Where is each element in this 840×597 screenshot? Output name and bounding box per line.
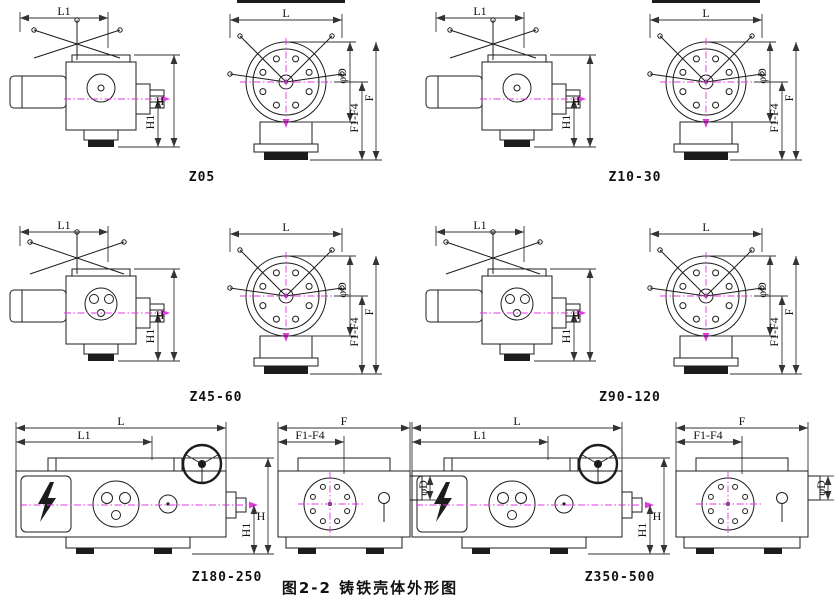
dim-label-l: L bbox=[117, 414, 124, 428]
z90-120-front-view bbox=[648, 228, 802, 374]
dim-label-f: F bbox=[739, 414, 746, 428]
drawing-group-z180-250: L L1 H1 H F F1-F4 φD Z180-250 bbox=[16, 414, 436, 585]
dim-label-h1: H1 bbox=[239, 523, 253, 538]
dim-label-phid: φD bbox=[335, 68, 349, 84]
dim-label-h: H bbox=[572, 308, 581, 322]
dim-label-f: F bbox=[362, 94, 376, 101]
dim-label-f: F bbox=[782, 308, 796, 315]
dim-label-h1: H1 bbox=[143, 115, 157, 130]
z350-500-side-view bbox=[412, 422, 670, 554]
dim-label-h: H bbox=[572, 94, 581, 108]
figure-caption: 图2-2 铸铁壳体外形图 bbox=[282, 579, 458, 597]
dim-label-f1-f4: F1-F4 bbox=[767, 103, 781, 132]
dim-label-h: H bbox=[156, 308, 165, 322]
drawing-group-z10-30: L1 H H1 L φD F1-F4 F Z10-30 bbox=[426, 4, 802, 185]
z10-30-front-view bbox=[648, 14, 802, 160]
model-label-z10-30: Z10-30 bbox=[609, 170, 662, 185]
dim-label-l: L bbox=[702, 220, 709, 234]
dim-label-l1: L1 bbox=[473, 428, 486, 442]
dim-label-f: F bbox=[362, 308, 376, 315]
z180-250-side-view bbox=[16, 422, 274, 554]
dim-label-phid: φD bbox=[755, 68, 769, 84]
dim-label-l: L bbox=[513, 414, 520, 428]
dim-label-f1-f4: F1-F4 bbox=[693, 428, 722, 442]
drawing-group-z45-60: L1 H H1 L φD F1-F4 F Z45-60 bbox=[10, 218, 382, 405]
dim-label-h1: H1 bbox=[635, 523, 649, 538]
model-label-z180-250: Z180-250 bbox=[192, 570, 263, 585]
top-crop-artifact-right bbox=[652, 0, 760, 3]
dim-label-h1: H1 bbox=[559, 115, 573, 130]
drawing-group-z350-500: L L1 H1 H F F1-F4 φD Z350-500 bbox=[412, 414, 834, 585]
model-label-z05: Z05 bbox=[189, 170, 215, 185]
dim-label-l1: L1 bbox=[57, 218, 70, 232]
model-label-z90-120: Z90-120 bbox=[599, 390, 661, 405]
dim-label-f1-f4: F1-F4 bbox=[347, 103, 361, 132]
dim-label-h1: H1 bbox=[559, 329, 573, 344]
dim-label-h: H bbox=[653, 509, 662, 523]
top-crop-artifact-left bbox=[237, 0, 345, 3]
z45-60-front-view bbox=[228, 228, 382, 374]
dim-label-l: L bbox=[282, 6, 289, 20]
dim-label-phid: φD bbox=[755, 282, 769, 298]
dim-label-l: L bbox=[702, 6, 709, 20]
dim-label-phid: φD bbox=[814, 480, 828, 496]
drawing-group-z05: L1 H H1 L φD F1-F4 F Z05 bbox=[10, 4, 382, 185]
dim-label-l1: L1 bbox=[57, 4, 70, 18]
dim-label-f1-f4: F1-F4 bbox=[767, 317, 781, 346]
dim-label-h1: H1 bbox=[143, 329, 157, 344]
dim-label-f1-f4: F1-F4 bbox=[295, 428, 324, 442]
dim-label-phid: φD bbox=[416, 480, 430, 496]
z05-front-view bbox=[228, 14, 382, 160]
dim-label-f: F bbox=[782, 94, 796, 101]
dim-label-h: H bbox=[156, 94, 165, 108]
model-label-z350-500: Z350-500 bbox=[585, 570, 656, 585]
dim-label-l: L bbox=[282, 220, 289, 234]
dim-label-f: F bbox=[341, 414, 348, 428]
dim-label-f1-f4: F1-F4 bbox=[347, 317, 361, 346]
dim-label-l1: L1 bbox=[77, 428, 90, 442]
model-label-z45-60: Z45-60 bbox=[190, 390, 243, 405]
dim-label-l1: L1 bbox=[473, 4, 486, 18]
dim-label-phid: φD bbox=[335, 282, 349, 298]
drawing-group-z90-120: L1 H H1 L φD F1-F4 F Z90-120 bbox=[426, 218, 802, 405]
dim-label-l1: L1 bbox=[473, 218, 486, 232]
dim-label-h: H bbox=[257, 509, 266, 523]
